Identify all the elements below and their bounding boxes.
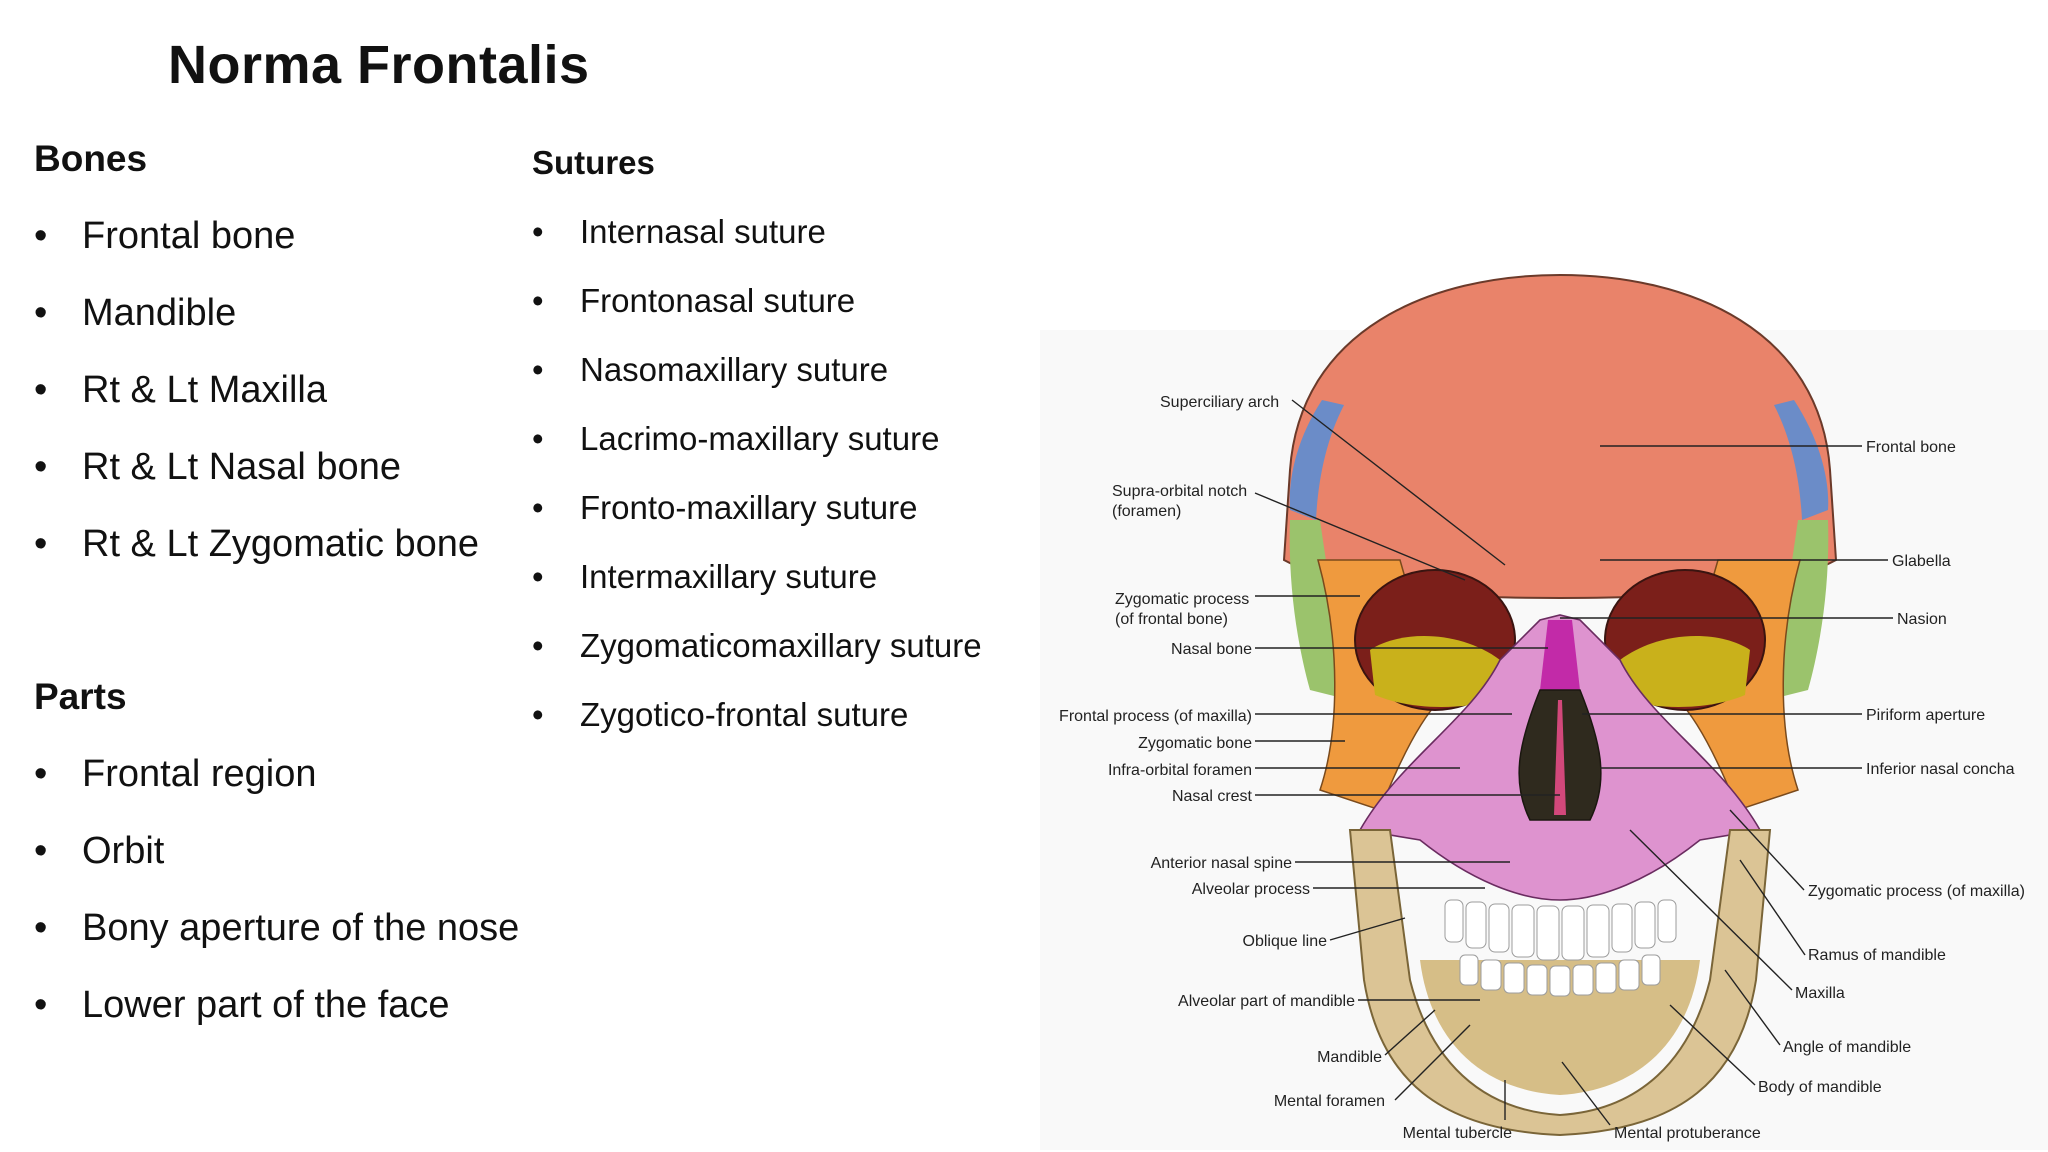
leader-lines-right	[1560, 445, 1893, 1126]
parts-list: Frontal region Orbit Bony aperture of th…	[34, 750, 519, 1058]
list-item: Rt & Lt Zygomatic bone	[34, 520, 479, 597]
teeth	[1444, 899, 1677, 997]
page-title: Norma Frontalis	[168, 35, 590, 95]
list-item: Zygomaticomaxillary suture	[532, 626, 982, 695]
label-zygomatic-process-frontal-2: (of frontal bone)	[1115, 611, 1228, 628]
list-item: Frontal bone	[34, 212, 479, 289]
parts-heading: Parts	[34, 676, 127, 717]
label-nasal-bone: Nasal bone	[1171, 641, 1252, 658]
temporal-region-right	[1774, 400, 1829, 520]
list-item: Fronto-maxillary suture	[532, 488, 982, 557]
label-mental-protuberance: Mental protuberance	[1614, 1125, 1761, 1142]
label-piriform-aperture: Piriform aperture	[1866, 707, 1985, 724]
label-infra-orbital-foramen: Infra-orbital foramen	[1108, 762, 1252, 779]
list-item: Frontal region	[34, 750, 519, 827]
label-frontal-process-maxilla: Frontal process (of maxilla)	[1059, 708, 1252, 725]
label-superciliary-arch: Superciliary arch	[1160, 394, 1279, 411]
list-item: Lower part of the face	[34, 981, 519, 1058]
label-supra-orbital-notch: Supra-orbital notch	[1112, 483, 1247, 500]
list-item: Intermaxillary suture	[532, 557, 982, 626]
label-zygomatic-process-frontal: Zygomatic process	[1115, 591, 1249, 608]
label-alveolar-process: Alveolar process	[1192, 881, 1310, 898]
list-item: Rt & Lt Maxilla	[34, 366, 479, 443]
label-zygomatic-process-maxilla: Zygomatic process (of maxilla)	[1808, 883, 2025, 900]
label-nasion: Nasion	[1897, 611, 1947, 628]
bones-list: Frontal bone Mandible Rt & Lt Maxilla Rt…	[34, 212, 479, 597]
bones-heading: Bones	[34, 138, 148, 179]
skull-diagram: Superciliary arch Supra-orbital notch (f…	[1040, 260, 2048, 1152]
list-item: Mandible	[34, 289, 479, 366]
frontal-bone-shape	[1282, 273, 1838, 600]
orbit-floor-right	[1620, 636, 1750, 707]
label-mandible: Mandible	[1317, 1049, 1382, 1066]
nasal-septum	[1554, 700, 1566, 815]
list-item: Zygotico-frontal suture	[532, 695, 982, 764]
label-angle-mandible: Angle of mandible	[1783, 1039, 1911, 1056]
label-nasal-crest: Nasal crest	[1172, 788, 1253, 805]
label-supra-orbital-notch-2: (foramen)	[1112, 503, 1181, 520]
list-item: Nasomaxillary suture	[532, 350, 982, 419]
list-item: Rt & Lt Nasal bone	[34, 443, 479, 520]
sutures-list: Internasal suture Frontonasal suture Nas…	[532, 212, 982, 764]
label-glabella: Glabella	[1892, 553, 1951, 570]
list-item: Lacrimo-maxillary suture	[532, 419, 982, 488]
label-alveolar-part-mandible: Alveolar part of mandible	[1178, 993, 1355, 1010]
label-body-mandible: Body of mandible	[1758, 1079, 1882, 1096]
mandible-shape	[1348, 829, 1772, 1137]
leader-lines-left	[1254, 399, 1560, 1120]
nasal-bone-shape	[1540, 620, 1580, 690]
label-anterior-nasal-spine: Anterior nasal spine	[1151, 855, 1293, 872]
label-oblique-line: Oblique line	[1243, 933, 1328, 950]
sutures-heading: Sutures	[532, 144, 655, 181]
label-frontal-bone: Frontal bone	[1866, 439, 1956, 456]
mandible-body-fill	[1420, 960, 1700, 1095]
list-item: Bony aperture of the nose	[34, 904, 519, 981]
label-ramus-mandible: Ramus of mandible	[1808, 947, 1946, 964]
skull-svg: Superciliary arch Supra-orbital notch (f…	[1040, 273, 2048, 1150]
list-item: Internasal suture	[532, 212, 982, 281]
list-item: Orbit	[34, 827, 519, 904]
label-maxilla: Maxilla	[1795, 985, 1845, 1002]
label-mental-foramen: Mental foramen	[1274, 1093, 1385, 1110]
orbit-floor-left	[1370, 636, 1500, 707]
label-inferior-nasal-concha: Inferior nasal concha	[1866, 761, 2015, 778]
label-mental-tubercle: Mental tubercle	[1403, 1125, 1512, 1142]
label-zygomatic-bone: Zygomatic bone	[1138, 735, 1252, 752]
list-item: Frontonasal suture	[532, 281, 982, 350]
